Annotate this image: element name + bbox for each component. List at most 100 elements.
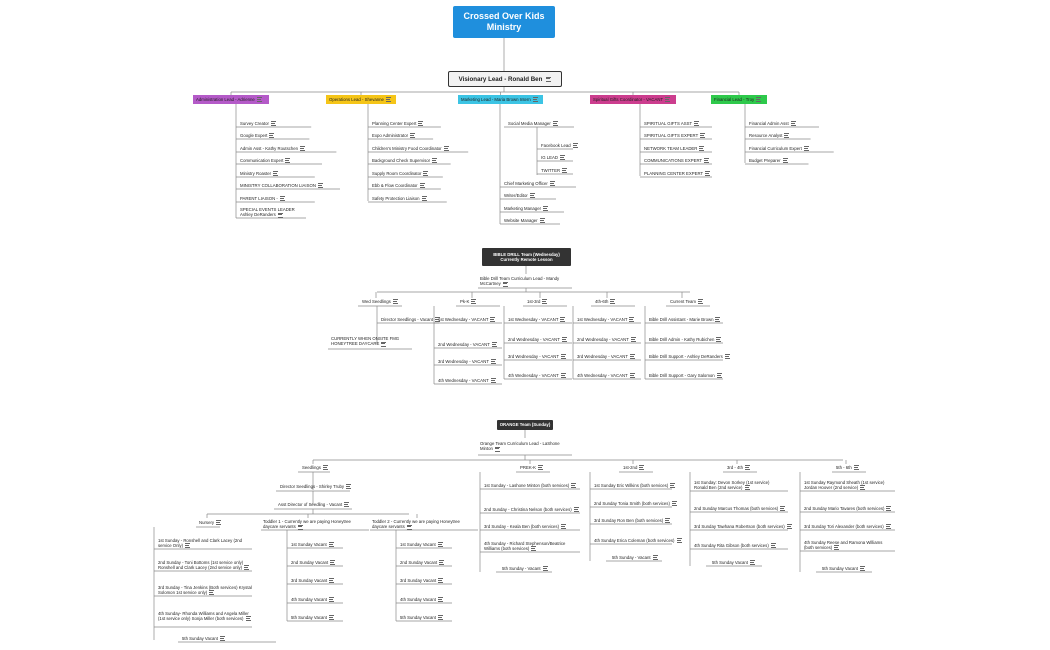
bible-drill-group[interactable]: Wed Seedlings — [362, 299, 398, 305]
spiritual-gifts-item[interactable]: COMMUNICATIONS EXPERT — [644, 158, 710, 164]
orange-item[interactable]: 1st Sunday - Lashone Minton (both servic… — [484, 483, 577, 489]
bible-drill-item[interactable]: 2nd Wednesday - VACANT — [577, 337, 636, 343]
bible-drill-item[interactable]: 3rd Wednesday - VACANT — [508, 354, 566, 360]
orange-item[interactable]: 4th Sunday Erica Coleman (both services) — [594, 538, 682, 544]
toddler-item[interactable]: 4th Sunday Vacant — [400, 597, 443, 603]
nursery-item[interactable]: 4th Sunday- Rhonda Williams and Angela M… — [158, 610, 251, 622]
toddler-item[interactable]: 1st Sunday Vacant — [400, 542, 443, 548]
spiritual-gifts-item[interactable]: SPIRITUAL GIFTS ASST — [644, 121, 700, 127]
orange-item[interactable]: 3rd Sunday Ron Ben (both services) — [594, 518, 671, 524]
nursery-item[interactable]: 1st Sunday - Ronshell and Clark Lacey (2… — [158, 537, 243, 549]
orange-group[interactable]: 1st-2nd — [623, 465, 645, 471]
bible-drill-group[interactable]: 4th-6th — [595, 299, 616, 305]
bible-drill-group[interactable]: Current Team — [670, 299, 703, 305]
orange-item[interactable]: 2nd Sunday Mario Tavares (both services) — [804, 506, 892, 512]
admin-item[interactable]: Survey Creator — [240, 121, 276, 127]
bible-drill-item[interactable]: 3rd Wednesday - VACANT — [577, 354, 635, 360]
seedlings-item[interactable]: Director Seedlings - Shirley Truby — [280, 484, 351, 490]
orange-item[interactable]: 5th Sunday Vacant — [712, 560, 755, 566]
marketing-item[interactable]: Marketing Manager — [504, 206, 549, 212]
operations-item[interactable]: Planning Center Expert — [372, 121, 424, 127]
toddler-item[interactable]: 4th Sunday Vacant — [291, 597, 334, 603]
orange-item[interactable]: 5th Sunday - Vacant — [502, 566, 548, 572]
bible-drill-item[interactable]: 2nd Wednesday - VACANT — [438, 342, 497, 348]
admin-item[interactable]: Google Expert — [240, 133, 275, 139]
seedlings-subgroup[interactable]: Nursery — [199, 520, 222, 526]
toddler-item[interactable]: 3rd Sunday Vacant — [291, 578, 335, 584]
orange-item[interactable]: 5th Sunday - Vacant — [612, 555, 658, 561]
bible-drill-group[interactable]: 1st-3rd — [527, 299, 548, 305]
operations-item[interactable]: Supply Room Coordinator — [372, 171, 429, 177]
orange-item[interactable]: 4th Sunday Reese and Ramona Williams (bo… — [804, 539, 883, 551]
marketing-item[interactable]: Chief Marketing Officer — [504, 181, 555, 187]
toddler-item[interactable]: 1st Sunday Vacant — [291, 542, 334, 548]
financial-item[interactable]: Financial Curriculum Expert — [749, 146, 809, 152]
bible-drill-item[interactable]: 1st Wednesday - VACANT — [508, 317, 566, 323]
visionary-lead-node[interactable]: Visionary Lead - Ronald Ben — [448, 71, 562, 87]
bible-drill-header[interactable]: BIBLE DRILL Team (Wednesday) Currently R… — [482, 248, 571, 266]
operations-item[interactable]: Expo Administrator — [372, 133, 416, 139]
toddler-item[interactable]: 2nd Sunday Vacant — [400, 560, 445, 566]
orange-group[interactable]: PREK-K — [520, 465, 543, 471]
bible-drill-item[interactable]: CURRENTLY WHEN ONSITE FMG HONEYTREE DAYC… — [331, 336, 400, 347]
admin-item[interactable]: PARENT LIAISON - — [240, 196, 285, 202]
orange-item[interactable]: 4th Sunday - Richard Stephenson/Beatrice… — [484, 540, 566, 552]
admin-item[interactable]: Admin Asst - Kathy Routschen — [240, 146, 340, 152]
bible-drill-item[interactable]: 4th Wednesday - VACANT — [438, 378, 496, 384]
seedlings-subgroup[interactable]: Toddler 2 - Currently we are paying Hone… — [372, 519, 460, 530]
operations-item[interactable]: Children's Ministry Food Coordinator — [372, 146, 472, 152]
department-admin[interactable]: Administration Lead - Adrienne — [193, 95, 269, 104]
orange-item[interactable]: 4th Sunday Rita Gibson (both services) — [694, 543, 776, 549]
department-ops[interactable]: Operations Lead - Shevanne — [326, 95, 396, 104]
admin-item[interactable]: Communication Expert — [240, 158, 291, 164]
nursery-item[interactable]: 3rd Sunday - Tina Jenkins (Both services… — [158, 584, 252, 596]
seedlings-item[interactable]: Asst Director of Seedling - Vacant — [278, 502, 350, 508]
bible-drill-item[interactable]: 1st Wednesday - VACANT — [438, 317, 496, 323]
orange-team-lead[interactable]: Orange Team Curriculum Lead - LaShone Mi… — [480, 441, 560, 452]
nursery-item[interactable]: 5th Sunday Vacant — [182, 636, 225, 642]
financial-item[interactable]: Budget Preparer — [749, 158, 788, 164]
marketing-item[interactable]: Website Manager — [504, 218, 545, 224]
orange-item[interactable]: 3rd Sunday Tawhana Robertson (both servi… — [694, 524, 792, 530]
orange-item[interactable]: 2nd Sunday - Christina Nelson (both serv… — [484, 507, 579, 513]
financial-item[interactable]: Resource Analyst — [749, 133, 790, 139]
financial-item[interactable]: Financial Admin Asst — [749, 121, 796, 127]
bible-drill-group[interactable]: Pk-K — [460, 299, 477, 305]
orange-item[interactable]: 1st Sunday: Devon Sorkey (1st service) R… — [694, 479, 770, 491]
toddler-item[interactable]: 3rd Sunday Vacant — [400, 578, 444, 584]
toddler-item[interactable]: 5th Sunday Vacant — [291, 615, 334, 621]
department-fin[interactable]: Financial Lead - Troy — [711, 95, 767, 104]
toddler-item[interactable]: 2nd Sunday Vacant — [291, 560, 336, 566]
orange-group[interactable]: Seedlings — [302, 465, 328, 471]
social-item[interactable]: Facebook Lead — [541, 143, 578, 149]
seedlings-subgroup[interactable]: Toddler 1 - Currently we are paying Hone… — [263, 519, 351, 530]
social-item[interactable]: TWITTER — [541, 168, 568, 174]
bible-drill-item[interactable]: 4th Wednesday - VACANT — [577, 373, 635, 379]
orange-item[interactable]: 3rd Sunday Tori Alexander (both services… — [804, 524, 891, 530]
admin-item[interactable]: SPECIAL EVENTS LEADER Ashley DeRanders — [240, 207, 295, 218]
toddler-item[interactable]: 5th Sunday Vacant — [400, 615, 443, 621]
orange-item[interactable]: 2nd Sunday Marcus Thomas (both services) — [694, 506, 786, 512]
department-spg[interactable]: Spiritual Gifts Coordinator - VACANT — [590, 95, 676, 104]
operations-item[interactable]: Ebb & Flow Coordinator — [372, 183, 425, 189]
spiritual-gifts-item[interactable]: NETWORK TEAM LEADER — [644, 146, 705, 152]
root-title[interactable]: Crossed Over Kids Ministry — [453, 6, 555, 38]
bible-drill-item[interactable]: 2nd Wednesday - VACANT — [508, 337, 567, 343]
orange-item[interactable]: 3rd Sunday - Keala Ben (both services) — [484, 524, 566, 530]
orange-item[interactable]: 1st Sunday Eric Wilkins (both services) — [594, 483, 676, 489]
orange-group[interactable]: 3rd - 4th — [727, 465, 751, 471]
orange-item[interactable]: 2nd Sunday Tonia Smith (both services) — [594, 501, 677, 507]
bible-drill-item[interactable]: 1st Wednesday - VACANT — [577, 317, 635, 323]
admin-item[interactable]: MINISTRY COLLABORATION LIAISON — [240, 183, 344, 189]
bible-drill-item[interactable]: Director Seedlings - Vacant — [381, 317, 440, 323]
bible-drill-item[interactable]: Bible Drill Support - Ashley DeRanders — [649, 354, 730, 360]
orange-item[interactable]: 1st Sunday Raymond Sheath (1st service) … — [804, 479, 885, 491]
nursery-item[interactable]: 2nd Sunday - Toni Bottoms (1st service o… — [158, 560, 252, 571]
department-mkt[interactable]: Marketing Lead - Maria Brown Intern — [458, 95, 543, 104]
bible-drill-item[interactable]: Bible Drill Admin - Kathy Rubichen — [649, 337, 722, 343]
orange-group[interactable]: 5th - 6th — [836, 465, 859, 471]
bible-drill-item[interactable]: 4th Wednesday - VACANT — [508, 373, 566, 379]
orange-item[interactable]: 5th Sunday Vacant — [822, 566, 865, 572]
bible-drill-item[interactable]: Bible Drill Assistant - Marie Brown — [649, 317, 721, 323]
bible-drill-item[interactable]: Bible Drill Support - Gary Salomon — [649, 373, 722, 379]
